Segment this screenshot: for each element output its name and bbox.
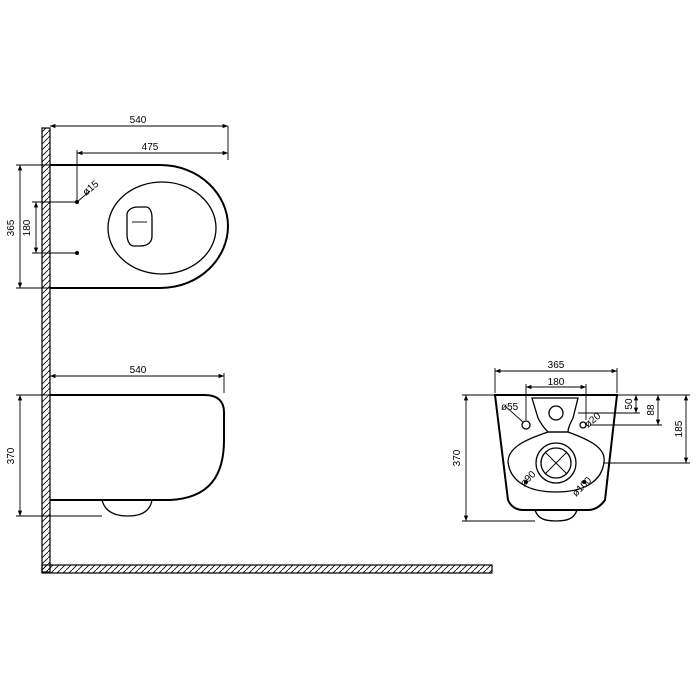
top-dim-540: 540	[130, 115, 147, 126]
top-view: 540 475 365 180 ø15	[6, 115, 230, 289]
rear-dim-180: 180	[548, 377, 565, 388]
rear-label-outlet-inner: ø90	[518, 469, 538, 489]
rear-view-inlet-channel	[531, 397, 579, 433]
top-dim-180: 180	[22, 219, 33, 236]
rear-label-water-inlet: ø55	[501, 402, 519, 413]
rear-dim-88: 88	[646, 404, 657, 416]
rear-view-inlet-hole	[548, 405, 564, 421]
rear-view: 365 180 50 88 185 370 ø55 ø20 ø90 ø100	[452, 360, 690, 522]
top-view-bolt-hole	[75, 251, 79, 255]
rear-view-outlet-outer	[535, 442, 577, 484]
top-dim-365: 365	[6, 219, 17, 236]
rear-view-fixing-hole	[524, 480, 528, 484]
top-view-bowl-opening	[126, 206, 153, 247]
rear-view-outline	[493, 394, 619, 511]
top-view-seat	[107, 181, 217, 275]
rear-dim-185: 185	[674, 420, 685, 437]
top-label-bolt-dia: ø15	[81, 179, 102, 199]
rear-view-outlet-channel	[507, 431, 605, 493]
side-dim-370: 370	[6, 447, 17, 464]
side-view: 540 370	[6, 365, 225, 517]
rear-dim-365: 365	[548, 360, 565, 371]
top-view-outline	[50, 164, 230, 289]
rear-view-outlet-inner	[540, 447, 572, 479]
side-view-outline	[50, 394, 225, 501]
rear-view-fixing-hole	[582, 480, 586, 484]
floor	[41, 564, 493, 574]
top-dim-475: 475	[142, 142, 159, 153]
rear-view-foot	[534, 509, 578, 522]
rear-view-water-inlet	[521, 420, 531, 430]
side-view-foot	[101, 499, 153, 517]
rear-view-fixing-hole	[579, 421, 587, 429]
rear-label-outlet-outer: ø100	[570, 475, 594, 499]
side-dim-540: 540	[130, 365, 147, 376]
rear-dim-370: 370	[452, 449, 463, 466]
rear-dim-50: 50	[624, 398, 635, 410]
wall-and-floor	[41, 127, 493, 574]
wall	[41, 127, 51, 573]
